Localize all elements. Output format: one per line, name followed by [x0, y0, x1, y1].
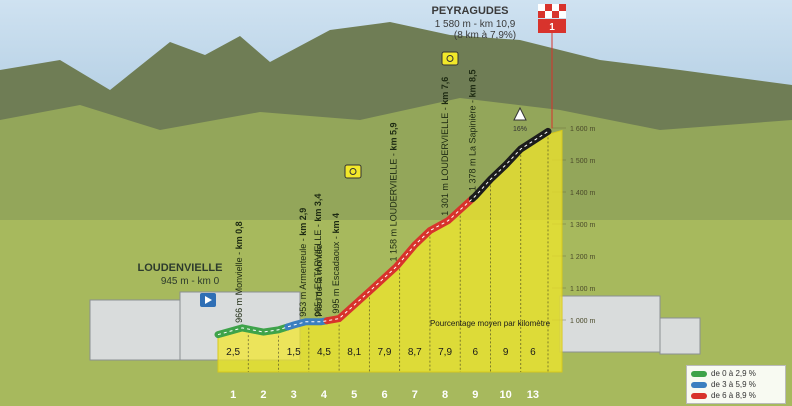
y-tick-label-6: 1 600 m	[570, 126, 595, 133]
finish-badge: 1	[549, 22, 555, 33]
edge-segment-low	[214, 323, 292, 339]
km-number-2: 3	[291, 389, 297, 401]
edge-segment-high	[323, 195, 476, 325]
y-tick-label-4: 1 400 m	[570, 190, 595, 197]
finish-label: PEYRAGUDES 1 580 m - km 10,9 (8 km à 7,9…	[431, 5, 516, 41]
km-number-9: 10	[499, 389, 511, 401]
km-number-0: 1	[230, 389, 236, 401]
max-grade-marker: 16%	[513, 106, 527, 133]
waypoint-7-part-0: 1 378 m La Sapinière -	[467, 97, 477, 191]
km-grade-5: 7,9	[378, 347, 392, 358]
waypoint-0-part-1: km 0,8	[234, 221, 244, 249]
km-number-10: 13	[527, 389, 539, 401]
gradient-legend: de 0 à 2,9 % de 3 à 5,9 % de 6 à 8,9 %	[686, 365, 786, 404]
waypoint-5-part-0: 1 158 m LOUDERVIELLE -	[389, 151, 399, 262]
sprint-icon-1	[344, 164, 362, 179]
waypoint-1-part-0: 953 m Armenteule -	[298, 236, 308, 317]
y-axis: 1 000 m 1 100 m 1 200 m 1 300 m 1 400 m 1 500…	[552, 126, 595, 325]
km-grade-9: 9	[503, 347, 509, 358]
legend-label-mid: de 3 à 5,9 %	[711, 380, 756, 389]
waypoint-2-part-0: Pied de la montée	[314, 244, 324, 317]
sprint-icon-2	[441, 51, 459, 66]
start-play-icon	[200, 293, 216, 307]
km-number-5: 6	[381, 389, 387, 401]
legend-row-mid: de 3 à 5,9 %	[691, 379, 781, 390]
finish-name: PEYRAGUDES	[431, 5, 508, 17]
waypoint-0-part-0: 966 m Monvielle -	[234, 249, 244, 323]
km-number-6: 7	[412, 389, 418, 401]
km-grade-4: 8,1	[347, 347, 361, 358]
start-name: LOUDENVIELLE	[138, 262, 223, 274]
y-tick-label-3: 1 300 m	[570, 222, 595, 229]
km-grade-2: 1,5	[287, 347, 301, 358]
waypoint-labels: 966 m Monvielle - km 0,8 953 m Armenteule…	[234, 69, 477, 322]
waypoint-3-part-1: km 3,4	[313, 194, 323, 222]
max-grade-label: 16%	[513, 126, 527, 133]
waypoint-6-part-1: km 7,6	[440, 77, 450, 105]
waypoint-1: 953 m Armenteule - km 2,9	[298, 208, 308, 317]
y-tick-label-5: 1 500 m	[570, 158, 595, 165]
finish-flag-icon: 1	[538, 4, 566, 33]
waypoint-0: 966 m Monvielle - km 0,8	[234, 221, 244, 323]
km-number-7: 8	[442, 389, 448, 401]
km-number-3: 4	[321, 389, 328, 401]
km-grade-7: 7,9	[438, 347, 452, 358]
gradient-edge	[214, 127, 552, 339]
km-grade-10: 6	[530, 347, 536, 358]
start-label: LOUDENVIELLE 945 m - km 0	[138, 262, 223, 287]
start-stats: 945 m - km 0	[161, 276, 220, 287]
legend-swatch-low	[691, 370, 707, 377]
km-number-1: 2	[260, 389, 266, 401]
waypoint-5-part-1: km 5,9	[389, 123, 399, 151]
waypoint-7: 1 378 m La Sapinière - km 8,5	[467, 69, 477, 191]
waypoint-3: 985 m ESTARVIELLE - km 3,4	[313, 194, 323, 317]
km-grade-0: 2,5	[226, 347, 240, 358]
km-number-8: 9	[472, 389, 478, 401]
waypoint-2: Pied de la montée	[314, 244, 324, 317]
finish-average: (8 km à 7,9%)	[454, 30, 516, 41]
legend-row-high: de 6 à 8,9 %	[691, 390, 781, 401]
waypoint-6: 1 301 m LOUDERVIELLE - km 7,6	[440, 77, 450, 216]
waypoint-6-part-0: 1 301 m LOUDERVIELLE -	[440, 105, 450, 216]
legend-swatch-mid	[691, 381, 707, 388]
finish-stats: 1 580 m - km 10,9	[435, 19, 516, 30]
waypoint-1-part-1: km 2,9	[298, 208, 308, 236]
waypoint-7-part-1: km 8,5	[467, 69, 477, 97]
waypoint-4: 995 m Escadaoux - km 4	[331, 213, 341, 314]
km-number-4: 5	[351, 389, 357, 401]
y-tick-label-2: 1 200 m	[570, 254, 595, 261]
km-markers: 2,5 1 2 1,5 3 4,5 4 8,1 5 7,9 6 8,7 7 7,9 8 6 9 9 10 6 13	[226, 137, 549, 401]
mid-hills	[0, 98, 792, 260]
legend-row-low: de 0 à 2,9 %	[691, 368, 781, 379]
waypoint-3-part-0: 985 m ESTARVIELLE -	[313, 222, 323, 317]
legend-label-low: de 0 à 2,9 %	[711, 369, 756, 378]
legend-swatch-high	[691, 392, 707, 399]
km-grade-3: 4,5	[317, 347, 331, 358]
y-tick-label-0: 1 000 m	[570, 318, 595, 325]
y-tick-label-1: 1 100 m	[570, 286, 595, 293]
km-grade-8: 6	[473, 347, 479, 358]
waypoint-4-part-1: km 4	[331, 213, 341, 234]
average-caption: Pourcentage moyen par kilomètre	[430, 319, 551, 328]
waypoint-4-part-0: 995 m Escadaoux -	[331, 234, 341, 314]
km-grade-6: 8,7	[408, 347, 422, 358]
waypoint-5: 1 158 m LOUDERVIELLE - km 5,9	[389, 123, 399, 262]
legend-label-high: de 6 à 8,9 %	[711, 391, 756, 400]
